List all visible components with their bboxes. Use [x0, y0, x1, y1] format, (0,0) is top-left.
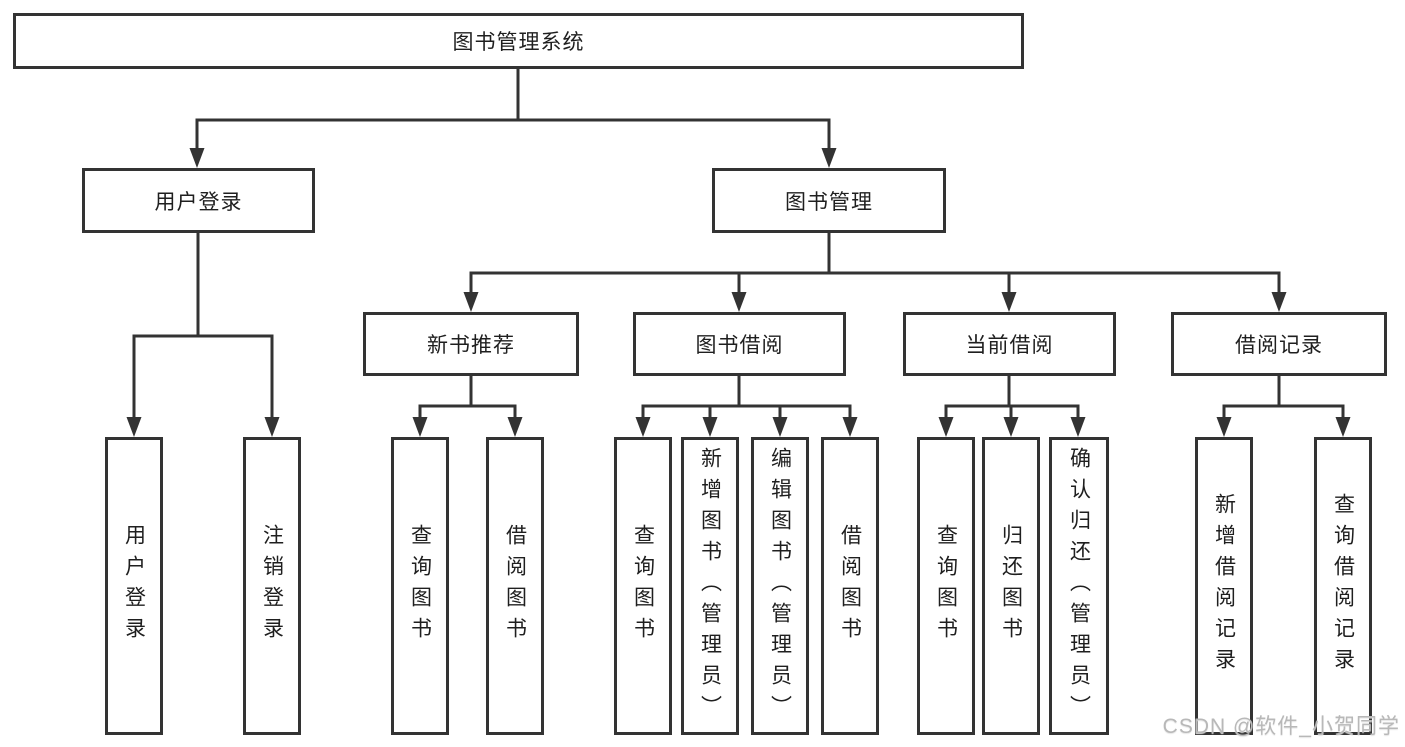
node-root-label: 图书管理系统 — [452, 31, 585, 54]
leaf-return-book-label: 归还图书 — [999, 524, 1023, 648]
leaf-confirm-return-admin-label: 确认归还（管理员） — [1067, 446, 1091, 726]
leaf-query-borrow-record-label: 查询借阅记录 — [1331, 493, 1355, 679]
leaf-borrow-books-borrow-label: 借阅图书 — [838, 524, 862, 648]
leaf-logout: 注销登录 — [243, 437, 301, 735]
leaf-logout-label: 注销登录 — [260, 524, 284, 648]
leaf-add-book-admin-label: 新增图书（管理员） — [698, 446, 722, 726]
leaf-query-borrow-record: 查询借阅记录 — [1314, 437, 1372, 735]
leaf-query-books-current-label: 查询图书 — [934, 524, 958, 648]
arrowheads — [126, 148, 1351, 437]
node-borrow-records: 借阅记录 — [1171, 312, 1387, 376]
node-new-book-recommend: 新书推荐 — [363, 312, 579, 376]
leaf-query-books-borrow: 查询图书 — [614, 437, 672, 735]
node-borrow-records-label: 借阅记录 — [1235, 334, 1323, 357]
leaf-borrow-books-recommend-label: 借阅图书 — [503, 524, 527, 648]
leaf-return-book: 归还图书 — [982, 437, 1040, 735]
node-book-management-label: 图书管理 — [785, 190, 873, 214]
leaf-user-login-label: 用户登录 — [122, 524, 146, 648]
leaf-add-borrow-record: 新增借阅记录 — [1195, 437, 1253, 735]
node-book-borrow-label: 图书借阅 — [695, 334, 784, 357]
leaf-edit-book-admin: 编辑图书（管理员） — [751, 437, 809, 735]
leaf-edit-book-admin-label: 编辑图书（管理员） — [768, 446, 792, 726]
leaf-borrow-books-recommend: 借阅图书 — [486, 437, 544, 735]
tree-edges — [132, 69, 1345, 422]
csdn-watermark: CSDN @软件_小贺同学 — [1162, 715, 1400, 738]
leaf-user-login: 用户登录 — [105, 437, 163, 735]
leaf-borrow-books-borrow: 借阅图书 — [821, 437, 879, 735]
node-book-management: 图书管理 — [712, 168, 946, 233]
node-user-login-label: 用户登录 — [154, 190, 243, 214]
node-book-borrow: 图书借阅 — [633, 312, 846, 376]
node-new-book-recommend-label: 新书推荐 — [427, 334, 515, 357]
leaf-add-borrow-record-label: 新增借阅记录 — [1212, 493, 1236, 679]
leaf-query-books-recommend-label: 查询图书 — [408, 524, 432, 648]
node-root-library-system: 图书管理系统 — [13, 13, 1024, 69]
leaf-add-book-admin: 新增图书（管理员） — [681, 437, 739, 735]
node-current-borrow-label: 当前借阅 — [965, 334, 1054, 357]
node-current-borrow: 当前借阅 — [903, 312, 1116, 376]
leaf-query-books-current: 查询图书 — [917, 437, 975, 735]
leaf-query-books-borrow-label: 查询图书 — [631, 524, 655, 648]
node-user-login: 用户登录 — [82, 168, 315, 233]
leaf-confirm-return-admin: 确认归还（管理员） — [1049, 437, 1109, 735]
leaf-query-books-recommend: 查询图书 — [391, 437, 449, 735]
